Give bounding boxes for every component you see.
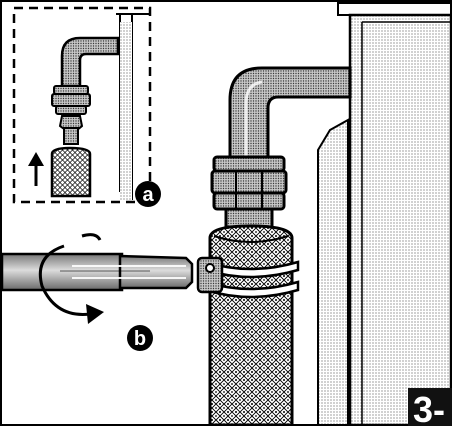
callout-b-label: b: [134, 328, 146, 350]
step-number-badge: 3-: [408, 388, 452, 426]
callout-a-badge: a: [135, 181, 161, 207]
rotate-arrow-icon: [38, 233, 104, 324]
up-arrow-icon: [28, 152, 44, 186]
screwdriver: [0, 252, 194, 292]
callout-b-badge: b: [127, 325, 153, 351]
step-number-label: 3-: [413, 389, 445, 426]
callout-a-label: a: [142, 184, 154, 206]
hose-clamp: [196, 256, 300, 299]
braided-hose: [208, 224, 294, 426]
hose-nut: [210, 155, 288, 229]
appliance-cabinet: [337, 2, 452, 426]
detail-inset: [12, 6, 152, 204]
elbow-pipe: [228, 66, 352, 162]
